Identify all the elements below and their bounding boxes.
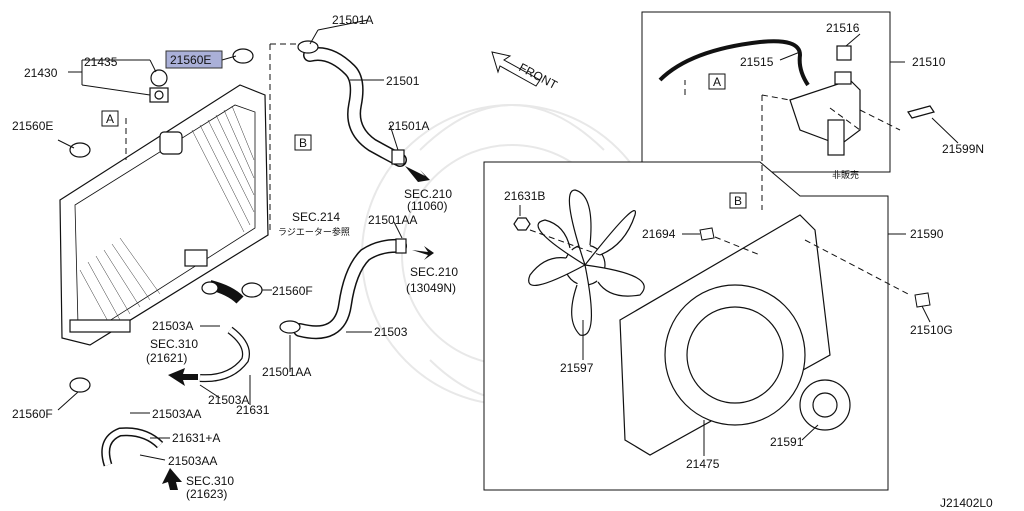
label-sec210a-sub: (11060) <box>407 199 447 213</box>
front-indicator: FRONT <box>491 51 560 92</box>
hose-clamp-lower-b <box>395 238 407 254</box>
arrow-sec210b <box>412 246 434 260</box>
label-21694: 21694 <box>642 227 676 241</box>
label-sec210a: SEC.210 <box>404 187 452 201</box>
label-21501aa-top: 21501AA <box>368 213 417 227</box>
label-21501: 21501 <box>386 74 420 88</box>
hose-clamp-mid <box>391 149 405 165</box>
label-sec214-sub: ラジエーター参照 <box>278 226 350 238</box>
reservoir-hose <box>658 39 810 87</box>
label-21503a-a: 21503A <box>152 319 193 333</box>
marker-a-left: A <box>101 110 119 127</box>
mount-bushing-mid <box>241 282 263 298</box>
label-21599n <box>907 105 935 119</box>
label-sec310b-sub: (21623) <box>186 487 227 501</box>
mount-bushing-left <box>69 142 91 158</box>
label-21510g: 21510G <box>910 323 953 337</box>
label-sec310a: SEC.310 <box>150 337 198 351</box>
marker-b-right: B <box>729 192 747 209</box>
fan-motor <box>799 379 851 431</box>
label-21590: 21590 <box>910 227 944 241</box>
bolt-21694 <box>699 227 715 241</box>
mount-bushing-bottom <box>69 377 91 393</box>
label-21599n: 21599N <box>942 142 984 156</box>
cooling-fan <box>528 189 645 336</box>
label-21501a-mid: 21501A <box>388 119 429 133</box>
fan-shroud <box>619 214 831 456</box>
label-21501a-top: 21501A <box>332 13 373 27</box>
marker-a-right: A <box>708 73 726 90</box>
label-21435: 21435 <box>84 55 118 69</box>
bolt-21510g <box>914 292 931 308</box>
label-21560e-highlighted: 21560E <box>170 53 211 67</box>
label-21475: 21475 <box>686 457 720 471</box>
label-21503a-b: 21503A <box>208 393 249 407</box>
hose-clamp-top <box>297 40 319 54</box>
label-21510: 21510 <box>912 55 946 69</box>
label-sec310b: SEC.310 <box>186 474 234 488</box>
label-21503aa-a: 21503AA <box>152 407 201 421</box>
label-21515: 21515 <box>740 55 774 69</box>
label-not-for-sale: 非販売 <box>832 169 859 181</box>
hose-clamp-lower <box>279 320 301 334</box>
svg-text:B: B <box>734 194 742 208</box>
label-sec210b: SEC.210 <box>410 265 458 279</box>
leader-lines <box>57 19 959 461</box>
label-21597: 21597 <box>560 361 594 375</box>
highlighted-part-callout <box>165 50 223 69</box>
callout-labels: 21430 21435 21560E 21560E 21501A 21501 2… <box>12 13 993 510</box>
svg-text:B: B <box>299 136 307 150</box>
svg-text:A: A <box>106 112 114 126</box>
svg-text:A: A <box>713 75 721 89</box>
label-21430: 21430 <box>24 66 58 80</box>
label-21501aa-bot: 21501AA <box>262 365 311 379</box>
label-21631: 21631 <box>236 403 270 417</box>
label-21503: 21503 <box>374 325 408 339</box>
reservoir-cap-neck <box>834 71 852 85</box>
arrow-sec310b <box>162 468 182 490</box>
drawing-code: J21402L0 <box>940 496 993 510</box>
label-21503aa-b: 21503AA <box>168 454 217 468</box>
dashed-lines <box>125 43 911 296</box>
label-21560f-left: 21560F <box>12 407 53 421</box>
label-sec214: SEC.214 <box>292 210 340 224</box>
label-sec210b-sub: (13049N) <box>406 281 456 295</box>
label-21631a: 21631+A <box>172 431 220 445</box>
label-21560f-mid: 21560F <box>272 284 313 298</box>
mount-bushing-top <box>232 48 254 64</box>
label-21516: 21516 <box>826 21 860 35</box>
radiator <box>59 84 269 346</box>
label-21591: 21591 <box>770 435 804 449</box>
radiator-cap <box>149 69 169 103</box>
label-sec310a-sub: (21621) <box>146 351 187 365</box>
arrow-sec310a <box>168 368 198 386</box>
marker-b-left: B <box>294 134 312 151</box>
reservoir-cap <box>836 45 852 61</box>
label-21560e-left: 21560E <box>12 119 53 133</box>
arrow-sec210a <box>405 166 430 182</box>
label-21631b: 21631B <box>504 189 545 203</box>
nut-21631b <box>513 217 531 231</box>
